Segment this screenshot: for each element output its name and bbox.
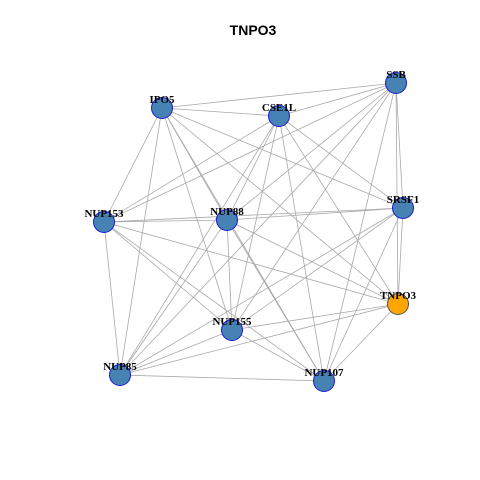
node-label-ipo5: IPO5 bbox=[149, 94, 175, 106]
edge-cse1l-nup155 bbox=[231, 115, 280, 331]
edge-nup153-nup107 bbox=[103, 221, 325, 382]
edge-ssb-ipo5 bbox=[161, 82, 397, 109]
edge-nup155-nup85 bbox=[119, 329, 233, 376]
edge-nup153-nup88 bbox=[103, 219, 228, 223]
edge-nup155-nup107 bbox=[231, 329, 325, 382]
node-label-nup85: NUP85 bbox=[103, 361, 137, 373]
node-label-srsf1: SRSF1 bbox=[387, 194, 419, 206]
edge-srsf1-nup85 bbox=[119, 207, 404, 376]
edge-tnpo3-nup85 bbox=[119, 303, 399, 376]
node-nup88[interactable] bbox=[216, 209, 238, 231]
edge-nup153-tnpo3 bbox=[103, 221, 399, 305]
node-srsf1[interactable] bbox=[392, 197, 414, 219]
edge-nup153-nup155 bbox=[103, 221, 233, 331]
edge-ipo5-cse1l bbox=[161, 107, 280, 117]
node-label-nup155: NUP155 bbox=[212, 316, 252, 328]
node-ssb[interactable] bbox=[385, 72, 407, 94]
node-ipo5[interactable] bbox=[151, 97, 173, 119]
edge-ssb-nup107 bbox=[323, 82, 397, 382]
node-label-ssb: SSB bbox=[386, 69, 406, 81]
edge-ssb-srsf1 bbox=[395, 82, 404, 209]
node-label-cse1l: CSE1L bbox=[262, 102, 296, 114]
edge-nup88-tnpo3 bbox=[226, 219, 399, 305]
edge-cse1l-nup107 bbox=[278, 115, 325, 382]
node-tnpo3[interactable] bbox=[387, 293, 409, 315]
edge-nup153-nup85 bbox=[103, 221, 121, 376]
edge-ssb-nup155 bbox=[231, 82, 397, 331]
edge-cse1l-nup85 bbox=[119, 115, 280, 376]
node-label-nup107: NUP107 bbox=[304, 367, 344, 379]
edge-srsf1-nup153 bbox=[103, 207, 404, 223]
node-nup155[interactable] bbox=[221, 319, 243, 341]
node-label-nup88: NUP88 bbox=[210, 206, 244, 218]
edge-tnpo3-nup155 bbox=[231, 303, 399, 331]
edge-ipo5-nup155 bbox=[161, 107, 233, 331]
edge-srsf1-tnpo3 bbox=[397, 207, 404, 305]
edge-nup88-nup85 bbox=[119, 219, 228, 376]
edge-cse1l-srsf1 bbox=[278, 115, 404, 209]
node-nup85[interactable] bbox=[109, 364, 131, 386]
edge-ssb-cse1l bbox=[278, 82, 397, 117]
edge-ipo5-nup153 bbox=[103, 107, 163, 223]
edge-srsf1-nup155 bbox=[231, 207, 404, 331]
edge-ssb-nup85 bbox=[119, 82, 397, 376]
chart-title: TNPO3 bbox=[230, 22, 277, 38]
node-cse1l[interactable] bbox=[268, 105, 290, 127]
edge-cse1l-nup88 bbox=[226, 115, 280, 221]
node-label-tnpo3: TNPO3 bbox=[380, 290, 417, 302]
edge-ssb-tnpo3 bbox=[395, 82, 399, 305]
nodes-layer bbox=[93, 72, 414, 392]
edge-nup88-nup107 bbox=[226, 219, 325, 382]
edge-tnpo3-nup107 bbox=[323, 303, 399, 382]
edges-layer bbox=[103, 82, 404, 382]
edge-ssb-nup88 bbox=[226, 82, 397, 221]
edge-ssb-nup153 bbox=[103, 82, 397, 223]
edge-cse1l-tnpo3 bbox=[278, 115, 399, 305]
node-nup153[interactable] bbox=[93, 211, 115, 233]
node-nup107[interactable] bbox=[313, 370, 335, 392]
edge-ipo5-tnpo3 bbox=[161, 107, 399, 305]
edge-ipo5-srsf1 bbox=[161, 107, 404, 209]
edge-ipo5-nup85 bbox=[119, 107, 163, 376]
edge-nup88-nup155 bbox=[226, 219, 233, 331]
node-label-nup153: NUP153 bbox=[84, 208, 124, 220]
edge-cse1l-nup153 bbox=[103, 115, 280, 223]
edge-srsf1-nup88 bbox=[226, 207, 404, 221]
edge-nup85-nup107 bbox=[119, 374, 325, 382]
